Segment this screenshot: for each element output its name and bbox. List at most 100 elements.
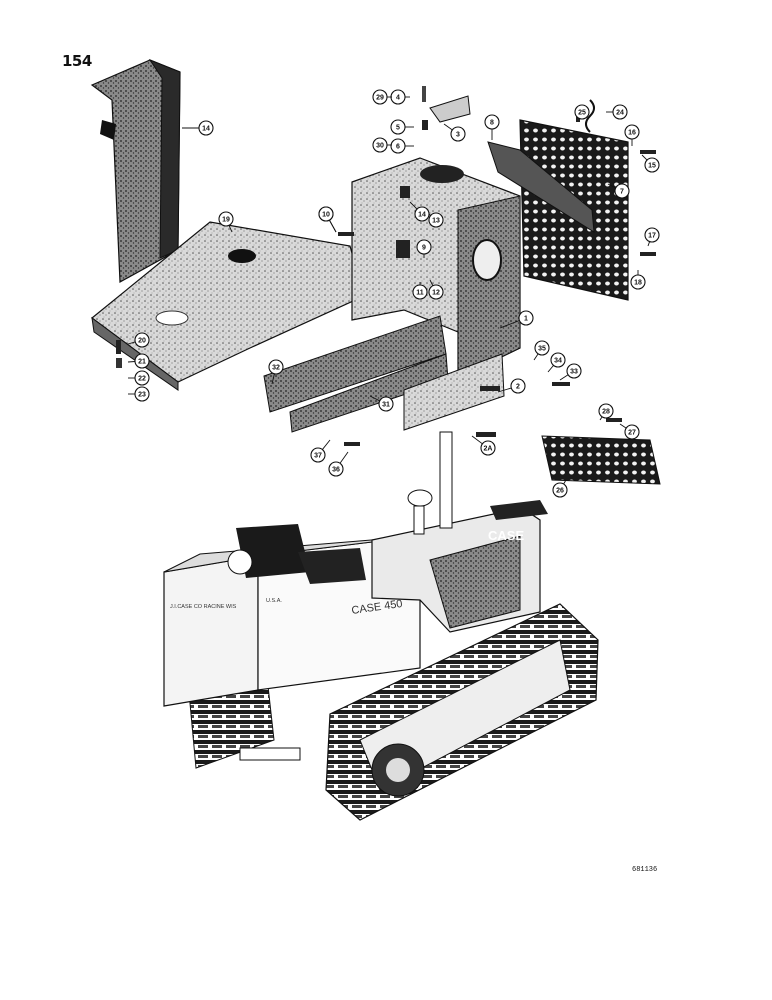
callout-leader xyxy=(339,451,349,464)
callout-bubble xyxy=(518,310,534,326)
callout-32: 32 xyxy=(268,359,284,385)
callout-bubble xyxy=(414,206,430,222)
callout-19: 19 xyxy=(218,211,234,233)
callout-leader xyxy=(641,154,648,161)
callout-leader xyxy=(497,387,512,393)
callout-bubble xyxy=(134,332,150,348)
callout-3: 3 xyxy=(443,123,466,142)
callout-18: 18 xyxy=(630,270,646,290)
callout-bubble xyxy=(624,124,640,140)
callout-number: 24 xyxy=(616,110,624,117)
callout-20: 20 xyxy=(127,332,150,348)
callout-number: 1 xyxy=(524,316,528,323)
callout-bubble xyxy=(134,353,150,369)
callout-number: 33 xyxy=(570,369,578,376)
callout-16: 16 xyxy=(624,124,640,146)
callout-number: 6 xyxy=(396,144,400,151)
callout-2a: 2A xyxy=(471,435,496,456)
callout-bubble xyxy=(624,424,640,440)
callout-number: 4 xyxy=(396,95,400,102)
callout-number: 37 xyxy=(314,453,322,460)
callout-35: 35 xyxy=(533,340,550,361)
callout-4: 4 xyxy=(390,89,410,105)
callout-26: 26 xyxy=(552,479,568,498)
callout-number: 21 xyxy=(138,359,146,366)
callout-bubble xyxy=(412,284,428,300)
callout-number: 3 xyxy=(456,132,460,139)
callout-leader xyxy=(533,353,539,361)
callout-bubble xyxy=(134,386,150,402)
callout-number: 32 xyxy=(272,365,280,372)
callout-leader xyxy=(471,435,483,445)
callout-number: 2A xyxy=(484,446,493,453)
callout-bubble xyxy=(614,183,630,199)
callout-number: 31 xyxy=(382,402,390,409)
callout-number: 25 xyxy=(578,110,586,117)
callout-bubble xyxy=(534,340,550,356)
callout-leader xyxy=(322,439,331,450)
callout-number: 14 xyxy=(202,126,210,133)
callout-leader xyxy=(429,279,434,286)
callout-10: 10 xyxy=(318,206,337,233)
callout-leader xyxy=(409,201,418,210)
callout-leader xyxy=(271,373,275,385)
callout-bubble xyxy=(644,157,660,173)
callout-25: 25 xyxy=(574,104,590,120)
callout-bubble xyxy=(598,403,614,419)
callout-bubble xyxy=(372,137,388,153)
callout-14: 14 xyxy=(182,120,214,136)
callout-number: 34 xyxy=(554,358,562,365)
page-number: 154 xyxy=(62,52,92,70)
crawler-tractor-illustration xyxy=(163,431,599,821)
plate-line-2: U.S.A. xyxy=(266,598,282,604)
callout-number: 22 xyxy=(138,376,146,383)
callout-24: 24 xyxy=(606,104,628,120)
callout-29: 29 xyxy=(372,89,392,105)
callout-bubble xyxy=(612,104,628,120)
callout-bubble xyxy=(390,119,406,135)
callout-bubble xyxy=(318,206,334,222)
callout-30: 30 xyxy=(372,137,392,153)
callout-11: 11 xyxy=(412,282,428,300)
callout-leader xyxy=(443,123,453,131)
callout-bubble xyxy=(198,120,214,136)
callout-bubble xyxy=(416,239,432,255)
side-panel-part-14a xyxy=(90,58,181,283)
callout-bubble xyxy=(428,212,444,228)
callout-bubble xyxy=(390,138,406,154)
callout-number: 23 xyxy=(138,392,146,399)
callout-bubble xyxy=(552,482,568,498)
callout-number: 17 xyxy=(648,233,656,240)
callout-leader xyxy=(547,365,554,373)
callout-7: 7 xyxy=(607,183,630,199)
callout-21: 21 xyxy=(127,353,150,369)
callout-8: 8 xyxy=(484,114,500,140)
callout-bubble xyxy=(484,114,500,130)
callout-number: 20 xyxy=(138,338,146,345)
callout-bubble xyxy=(328,461,344,477)
callout-bubble xyxy=(630,274,646,290)
callout-5: 5 xyxy=(390,119,414,135)
callout-number: 19 xyxy=(222,217,230,224)
callout-bubble xyxy=(268,359,284,375)
step-plate-part-26 xyxy=(541,435,661,485)
callout-bubble xyxy=(218,211,234,227)
callout-number: 26 xyxy=(556,488,564,495)
callout-37: 37 xyxy=(310,439,331,463)
callout-number: 11 xyxy=(416,290,424,297)
callout-bubble xyxy=(644,227,660,243)
callout-bubble xyxy=(574,104,590,120)
callout-number: 15 xyxy=(648,163,656,170)
callout-28: 28 xyxy=(598,403,614,421)
callout-number: 5 xyxy=(396,125,400,132)
callout-number: 2 xyxy=(516,384,520,391)
callout-9: 9 xyxy=(416,239,432,258)
callout-bubble xyxy=(134,370,150,386)
callout-12: 12 xyxy=(428,279,444,300)
callout-bubble xyxy=(566,363,582,379)
figure-code: 681136 xyxy=(632,866,658,874)
callout-leader xyxy=(619,423,627,429)
callout-27: 27 xyxy=(619,423,640,440)
callout-bubble xyxy=(378,396,394,412)
